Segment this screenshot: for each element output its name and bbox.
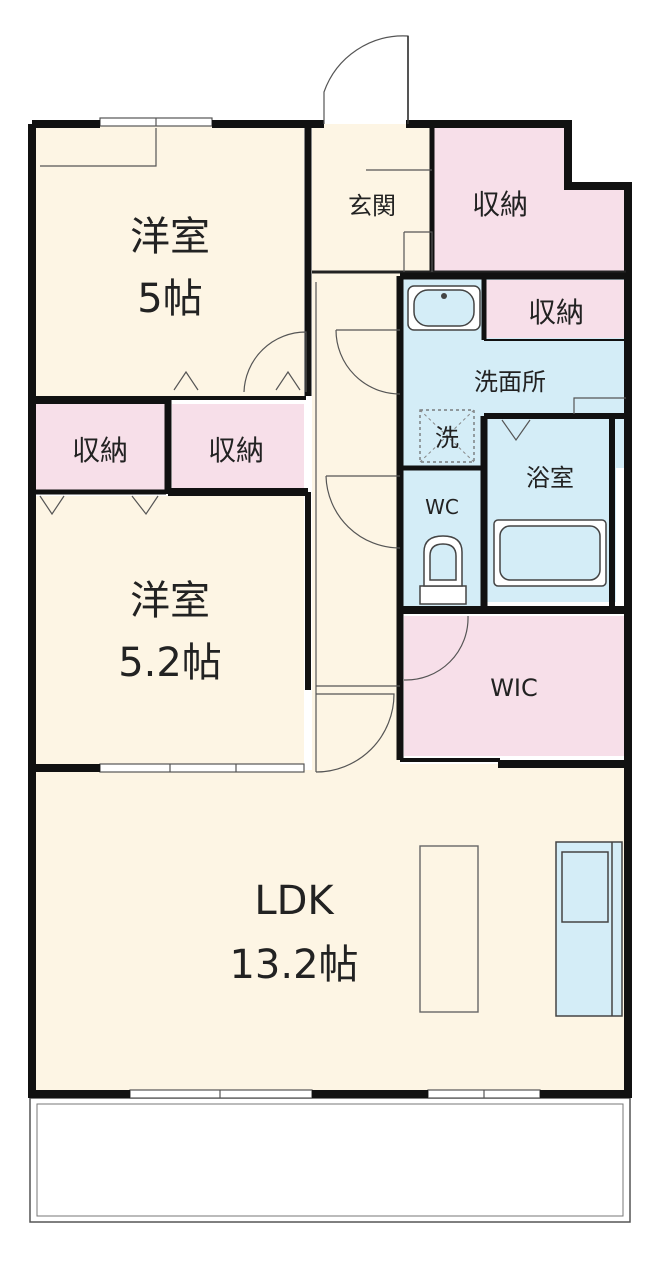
balcony[interactable] bbox=[29, 1097, 631, 1223]
storage-left-area[interactable] bbox=[36, 404, 166, 490]
bedroom2-name: 洋室 bbox=[130, 578, 210, 624]
washroom-label: 洗面所 bbox=[474, 368, 546, 396]
room-fills bbox=[36, 124, 626, 1094]
washbasin-icon bbox=[407, 285, 481, 331]
details bbox=[40, 128, 626, 772]
ldk-area[interactable] bbox=[36, 764, 626, 1094]
kitchen-counter-icon bbox=[419, 841, 623, 1017]
storage-washroom-area[interactable] bbox=[486, 280, 624, 338]
storage-entrance-label: 収納 bbox=[472, 188, 528, 221]
window-bedroom2 bbox=[99, 763, 305, 773]
bedroom2-size: 5.2帖 bbox=[118, 640, 222, 686]
ldk-size: 13.2帖 bbox=[229, 942, 358, 988]
storage-mid-area[interactable] bbox=[172, 404, 304, 490]
storage-washroom-label: 収納 bbox=[528, 296, 584, 329]
storage-left-label: 収納 bbox=[72, 434, 128, 467]
door-swing-icon[interactable] bbox=[39, 35, 531, 773]
entrance-area[interactable] bbox=[312, 124, 432, 272]
wc-label: WC bbox=[425, 495, 459, 519]
bathtub-icon bbox=[493, 519, 607, 587]
wic-area[interactable] bbox=[404, 616, 626, 756]
storage-mid-label: 収納 bbox=[208, 434, 264, 467]
walls bbox=[28, 120, 632, 1098]
bedroom1-area[interactable] bbox=[36, 124, 304, 396]
washer-label: 洗 bbox=[435, 424, 459, 452]
bedroom1-size: 5帖 bbox=[137, 276, 202, 322]
hallway-area[interactable] bbox=[312, 272, 400, 692]
hall-lower-area bbox=[312, 692, 400, 770]
storage-entrance-area[interactable] bbox=[432, 124, 626, 272]
washer-area-icon bbox=[419, 409, 475, 463]
entrance-label: 玄関 bbox=[348, 192, 396, 220]
bath-label: 浴室 bbox=[526, 464, 574, 492]
toilet-icon bbox=[419, 535, 467, 605]
room-labels: 洋室 5帖 玄関 収納 収納 洗面所 洗 収納 収納 浴室 WC 洋室 5.2帖… bbox=[72, 188, 584, 988]
bedroom2-area[interactable] bbox=[36, 496, 304, 766]
bedroom1-name: 洋室 bbox=[130, 214, 210, 260]
wic-label: WIC bbox=[490, 674, 538, 702]
window-ldk-left bbox=[129, 1089, 313, 1099]
ldk-name: LDK bbox=[254, 878, 335, 924]
